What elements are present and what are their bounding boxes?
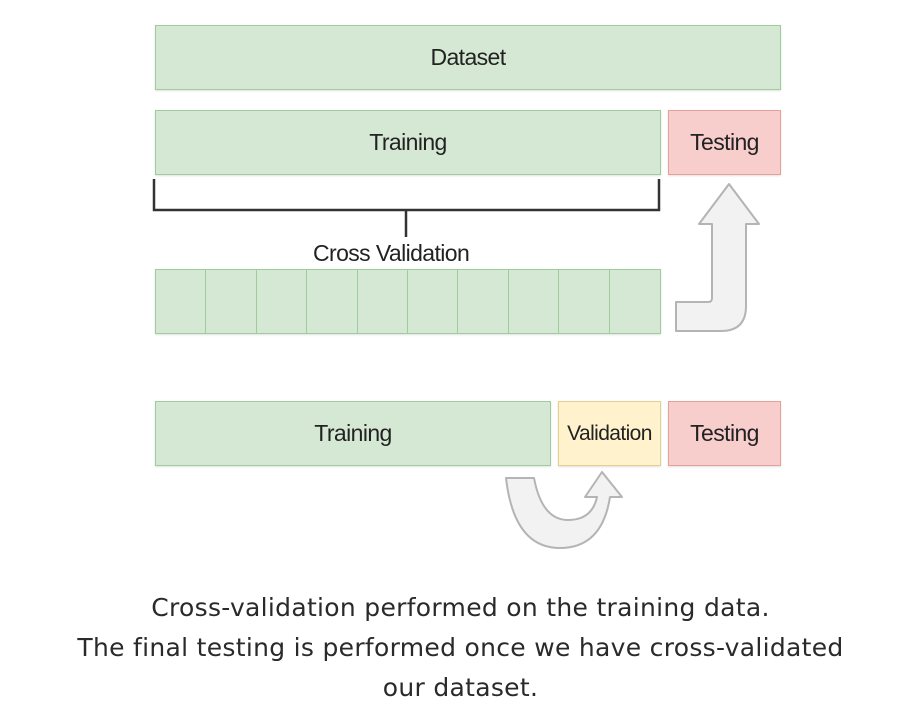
caption-line-2: The final testing is performed once we h… <box>77 633 844 662</box>
validation-label: Validation <box>567 421 652 445</box>
fold-cell <box>307 270 358 333</box>
training-box-top: Training <box>155 110 661 175</box>
fold-cell <box>358 270 408 333</box>
training-box-bottom: Training <box>155 401 551 466</box>
fold-cell <box>458 270 509 333</box>
caption: Cross-validation performed on the traini… <box>0 588 921 708</box>
dataset-box: Dataset <box>155 25 781 90</box>
testing-label-bottom: Testing <box>690 420 759 446</box>
dataset-label: Dataset <box>430 44 506 70</box>
cross-validation-folds <box>155 269 661 334</box>
training-label-top: Training <box>369 129 447 155</box>
fold-cell <box>509 270 560 333</box>
fold-cell <box>559 270 610 333</box>
up-arrow-icon <box>675 183 760 332</box>
fold-cell <box>206 270 257 333</box>
fold-cell <box>156 270 207 333</box>
cross-validation-label: Cross Validation <box>313 240 470 266</box>
testing-label-top: Testing <box>690 129 759 155</box>
training-label-bottom: Training <box>314 420 392 446</box>
loop-arrow-icon <box>505 471 623 549</box>
validation-box: Validation <box>558 401 661 466</box>
caption-line-1: Cross-validation performed on the traini… <box>151 593 770 622</box>
cross-validation-bracket <box>152 179 661 237</box>
fold-cell <box>610 270 660 333</box>
fold-cell <box>257 270 308 333</box>
fold-cell <box>408 270 459 333</box>
testing-box-bottom: Testing <box>668 401 781 466</box>
caption-line-3: our dataset. <box>382 673 539 702</box>
testing-box-top: Testing <box>668 110 781 175</box>
